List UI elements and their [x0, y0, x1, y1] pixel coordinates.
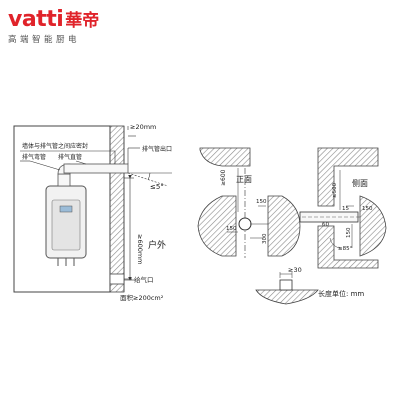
gap-top-label: ≥20mm — [130, 123, 156, 131]
logo-chinese: 華帝 — [65, 11, 100, 31]
logo-latin: vatti — [8, 7, 64, 32]
side-view — [299, 147, 387, 269]
callout-exhaust-outlet: 排气管出口 — [142, 145, 172, 153]
bottom-dim-30: ≥30 — [288, 266, 302, 274]
unit-note: 长度单位: mm — [318, 289, 364, 298]
front-label: 正面 — [236, 175, 252, 184]
side-dim-angle: ≥85° — [338, 246, 353, 252]
front-dim-600: ≥600 — [220, 169, 227, 186]
side-label: 侧面 — [352, 178, 368, 188]
callout-elbow: 排气弯管 — [22, 153, 46, 161]
height-label: ≥600mm — [136, 234, 144, 265]
callout-seal: 墙体与排气管之间应密封 — [22, 142, 88, 150]
height-dimension — [124, 175, 134, 281]
side-dim-60: 60 — [322, 222, 329, 228]
side-dim-500: ≥500 — [332, 182, 338, 198]
water-heater — [45, 185, 87, 266]
leader-lines — [20, 126, 140, 171]
side-dim-15: 15 — [342, 206, 349, 212]
side-dim-150-right: 150 — [362, 206, 373, 212]
exhaust-pipe — [57, 163, 129, 187]
vatti-logo: vatti 華帝 高端智能厨电 — [8, 6, 99, 45]
front-dim-300: 300 — [262, 233, 268, 244]
callout-straight: 排气直管 — [58, 153, 82, 161]
intake-label: 给气口 — [134, 275, 154, 284]
side-dim-150-vertical: 150 — [346, 227, 352, 238]
slope-angle-label: ≤5° — [150, 183, 164, 191]
front-dim-150-top: 150 — [256, 199, 267, 205]
logo-slogan: 高端智能厨电 — [8, 35, 81, 45]
intake-vent — [109, 273, 132, 285]
front-view — [197, 147, 301, 258]
outdoor-label: 户外 — [148, 239, 166, 251]
slope-indicator — [127, 172, 172, 187]
front-dim-150-left: 150 — [226, 226, 237, 232]
bottom-detail — [255, 272, 319, 305]
area-label: 面积≥200cm² — [120, 293, 164, 302]
